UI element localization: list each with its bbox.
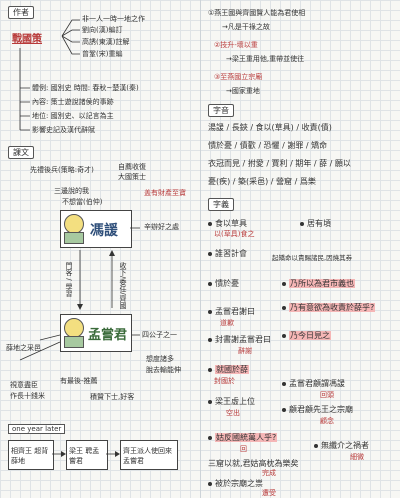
grammar-item-15: 無纖介之禍者 — [314, 440, 369, 451]
grammar-item-3: 誰習計會 — [208, 248, 247, 259]
point-1: ①燕王國與齊國賢人能為君使相 — [208, 9, 306, 17]
grammar-note-6: 道歉 — [220, 319, 234, 327]
grammar-item-1: 食以草具 — [208, 218, 247, 229]
words-line-2: 憒於憂 / 債歡 / 恐懼 / 謝罪 / 矯命 — [208, 141, 328, 150]
timeline-box-1 — [8, 440, 54, 470]
grammar-item-12: 梁王虛上位 — [208, 396, 255, 407]
bottom-note-3: 有最後-推薦 — [60, 377, 98, 385]
bottom-note-1: 視意盡臣 — [10, 381, 38, 389]
person-1-name: 馮諼 — [90, 223, 118, 239]
relationship-arrows — [19, 227, 140, 361]
grammar-item-13: 顧君顧先王之宗廟 — [282, 404, 353, 415]
right-note: 辛辦好之處 — [144, 223, 179, 231]
grammar-item-6: 孟嘗君謝曰 — [208, 306, 255, 317]
grammar-note-10: 封國於 — [214, 377, 235, 385]
author-tag: 作者 — [8, 6, 34, 19]
author-line-8: 影響史記及漢代辭賦 — [32, 126, 95, 134]
grammar-item-8: 封書謝孟嘗君曰 — [208, 334, 271, 345]
words-line-4: 憂(疾) / 築(采邑) / 營窟 / 爲樂 — [208, 177, 316, 186]
page-divider — [200, 0, 201, 498]
grammar-note-16: 完成 — [262, 469, 276, 477]
author-line-2: 劉向(漢)編訂 — [82, 26, 123, 34]
grammar-note-14: 回 — [240, 445, 247, 453]
author-line-4: 曾鞏(宋)重編 — [82, 50, 123, 58]
grammar-note-11: 回頭 — [320, 391, 334, 399]
timeline-box-3 — [120, 440, 178, 470]
timeline-box-2 — [66, 440, 108, 470]
grammar-note-12: 空出 — [226, 409, 240, 417]
arrow-left-label: 門客 / 學習 — [65, 262, 73, 297]
grammar-item-14: 姑反國統萬人乎? — [208, 432, 278, 443]
grammar-item-7: 乃有意欲為收責於薛乎? — [282, 302, 376, 313]
grammar-item-16: 三窟以就,君姑高枕為樂矣 — [208, 459, 299, 468]
left-side-note: 薛地之采邑 — [6, 344, 41, 352]
author-line-5: 體例: 國別史 時間: 春秋~楚漢(秦) — [32, 84, 139, 92]
mid-note-1: 三邊說的我 — [54, 187, 89, 195]
person-2-name: 孟嘗君 — [88, 328, 128, 343]
author-line-7: 地位: 國別史、以記言為主 — [32, 112, 114, 120]
bottom-center-note: 積贊下士,好客 — [90, 393, 135, 401]
bottom-note-2: 作長十錢米 — [10, 392, 45, 400]
grammar-tag: 字義 — [208, 198, 234, 211]
point-3-sub: →國家重地 — [226, 87, 260, 95]
right-red-note: 盖有財產至寶 — [144, 189, 186, 197]
person-2-body-icon — [64, 336, 84, 348]
words-tag: 字音 — [208, 104, 234, 117]
author-name: 戰國策 — [12, 34, 42, 45]
grammar-note-8: 辭謝 — [238, 347, 252, 355]
grammar-note-15: 細微 — [350, 453, 364, 461]
bottom-note-5: 脫去輸能伸 — [146, 366, 181, 374]
timeline-box-1-text: 相齊王 超背薛地 — [11, 447, 49, 465]
grammar-item-10: 就國於薛 — [208, 364, 249, 375]
top-right-note: 自薦收復 — [118, 163, 146, 171]
grammar-item-17: 被於宗廟之祟 — [208, 478, 263, 489]
grammar-item-4: 憒於憂 — [208, 278, 239, 289]
timeline-box-2-text: 梁王 聘孟嘗君 — [69, 447, 100, 465]
author-line-6: 內容: 策士遊說諸侯的事跡 — [32, 98, 114, 106]
grammar-item-9: 乃今日見之 — [282, 330, 331, 341]
grammar-note-17: 遭受 — [262, 489, 276, 497]
point-3: ③至燕國立宗廟 — [214, 73, 263, 81]
lesson-tag: 課文 — [8, 146, 34, 159]
point-2-sub: →梁王重用他,重帶並使往 — [226, 55, 305, 63]
point-2: ②技升-壞以重 — [214, 41, 258, 49]
grammar-note-3: 起矯命以責賜諸民,因燒其券 — [272, 254, 353, 262]
words-line-1: 湯諼 / 長鋏 / 食以(草具) / 收責(債) — [208, 123, 332, 132]
author-tree-lines — [19, 19, 80, 131]
mid-note-2: 不想當(伯仲) — [62, 198, 103, 206]
point-1-sub: →凡是干祿之故 — [222, 23, 270, 31]
top-right-note-2: 大國策士 — [118, 173, 146, 181]
grammar-item-2: 居有頃 — [300, 218, 331, 229]
timeline-arrows — [52, 451, 120, 457]
bottom-note-4: 想度諸多 — [146, 355, 174, 363]
mid-right-note: 四公子之一 — [142, 331, 177, 339]
grammar-note-1: 以(草具)食之 — [214, 230, 255, 238]
words-line-3: 衣冠而見 / 拊愛 / 賈利 / 期年 / 薛 / 願以 — [208, 159, 351, 168]
timeline-box-3-text: 齊王派人使回來 孟嘗君 — [123, 447, 172, 465]
one-year-later-label: one year later — [8, 424, 66, 434]
author-line-3: 高誘(東漢)註解 — [82, 38, 130, 46]
grammar-item-5: 乃所以為君市義也 — [282, 278, 355, 289]
person-1-body-icon — [64, 232, 84, 244]
author-line-1: 非一人一時一地之作 — [82, 15, 145, 23]
grammar-note-13: 顧念 — [320, 417, 334, 425]
grammar-item-11: 孟嘗君顧謂馮諼 — [282, 378, 345, 389]
arrow-right-label: 收下/委任/齊國 — [119, 262, 127, 309]
top-left-note: 先禮後兵(策略:奇才) — [30, 166, 94, 174]
